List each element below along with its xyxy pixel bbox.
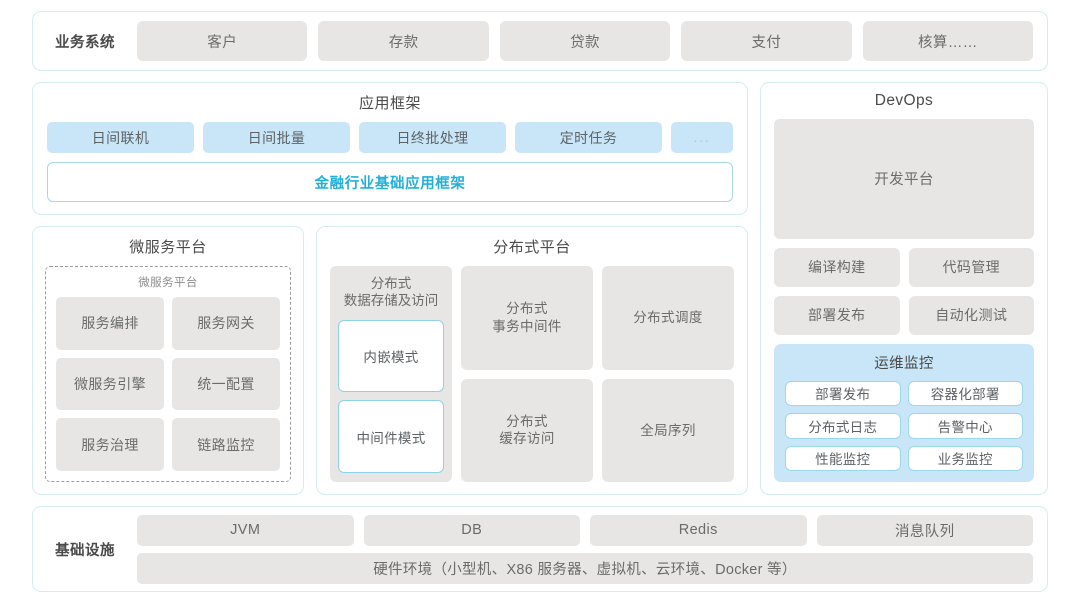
business-system-item[interactable]: 支付 (681, 21, 852, 61)
ops-monitoring-item[interactable]: 部署发布 (785, 380, 901, 406)
distributed-storage-title: 分布式 数据存储及访问 (343, 276, 439, 309)
distributed-item[interactable]: 分布式 事务中间件 (461, 266, 593, 370)
distributed-storage-mode[interactable]: 中间件模式 (338, 400, 444, 473)
ops-monitoring-item[interactable]: 告警中心 (907, 413, 1023, 439)
distributed-platform-section: 分布式平台 分布式 数据存储及访问 内嵌模式 中间件模式 分布式 事务中间件 分… (316, 226, 748, 495)
microservice-item[interactable]: 统一配置 (172, 357, 280, 411)
platform-column: 应用框架 日间联机 日间批量 日终批处理 定时任务 ... 金融行业基础应用框架… (32, 82, 748, 495)
infrastructure-item[interactable]: 消息队列 (816, 514, 1033, 546)
app-framework-chip[interactable]: 日间联机 (47, 122, 194, 153)
business-systems-section: 业务系统 客户 存款 贷款 支付 核算…… (32, 11, 1048, 71)
microservice-item[interactable]: 服务网关 (172, 297, 280, 350)
business-system-item[interactable]: 贷款 (499, 21, 671, 61)
devops-item[interactable]: 编译构建 (774, 247, 900, 287)
business-systems-label: 业务系统 (55, 34, 115, 51)
ops-monitoring-item[interactable]: 分布式日志 (785, 413, 901, 439)
microservice-inner-label: 微服务平台 (138, 277, 198, 289)
ops-monitoring-section: 运维监控 部署发布 容器化部署 分布式日志 告警中心 性能监控 业务监控 (774, 343, 1034, 482)
financial-base-framework-bar[interactable]: 金融行业基础应用框架 (47, 162, 733, 202)
business-system-item[interactable]: 核算…… (862, 21, 1034, 61)
microservice-platform-section: 微服务平台 微服务平台 服务编排 服务网关 微服务引擎 统一配置 服务治理 链路… (32, 226, 304, 495)
distributed-item[interactable]: 全局序列 (602, 378, 734, 482)
microservice-item[interactable]: 链路监控 (172, 418, 280, 471)
app-framework-more-chip[interactable]: ... (671, 122, 733, 153)
infrastructure-item[interactable]: JVM (137, 514, 354, 546)
devops-pair-row: 部署发布 自动化测试 (774, 295, 1034, 335)
app-framework-chip[interactable]: 日间批量 (203, 122, 350, 153)
ops-monitoring-item[interactable]: 容器化部署 (907, 380, 1023, 406)
infrastructure-items: JVM DB Redis 消息队列 (137, 514, 1033, 546)
business-system-item[interactable]: 客户 (137, 21, 308, 61)
microservice-inner-box: 微服务平台 服务编排 服务网关 微服务引擎 统一配置 服务治理 链路监控 (45, 266, 291, 482)
app-framework-chip[interactable]: 定时任务 (515, 122, 662, 153)
distributed-item[interactable]: 分布式 缓存访问 (461, 378, 593, 482)
infrastructure-stack: JVM DB Redis 消息队列 硬件环境（小型机、X86 服务器、虚拟机、云… (137, 514, 1033, 584)
app-framework-chip[interactable]: 日终批处理 (359, 122, 506, 153)
business-systems-list: 客户 存款 贷款 支付 核算…… (137, 21, 1034, 61)
devops-column: DevOps 开发平台 编译构建 代码管理 部署发布 自动化测试 运维监控 部署… (760, 82, 1048, 495)
distributed-item[interactable]: 分布式调度 (602, 266, 734, 370)
hardware-environment-bar[interactable]: 硬件环境（小型机、X86 服务器、虚拟机、云环境、Docker 等） (137, 552, 1033, 584)
infrastructure-section: 基础设施 JVM DB Redis 消息队列 硬件环境（小型机、X86 服务器、… (32, 506, 1048, 592)
distributed-storage-card[interactable]: 分布式 数据存储及访问 内嵌模式 中间件模式 (330, 266, 452, 482)
devops-item[interactable]: 自动化测试 (908, 295, 1034, 335)
devops-title: DevOps (874, 92, 934, 109)
microservice-platform-title: 微服务平台 (129, 239, 207, 256)
devops-item[interactable]: 代码管理 (908, 247, 1034, 287)
devops-item[interactable]: 部署发布 (774, 295, 900, 335)
platforms-row: 微服务平台 微服务平台 服务编排 服务网关 微服务引擎 统一配置 服务治理 链路… (32, 226, 748, 495)
microservice-grid: 服务编排 服务网关 微服务引擎 统一配置 服务治理 链路监控 (56, 297, 280, 471)
ops-monitoring-item[interactable]: 业务监控 (907, 445, 1023, 471)
application-framework-section: 应用框架 日间联机 日间批量 日终批处理 定时任务 ... 金融行业基础应用框架 (32, 82, 748, 215)
ops-monitoring-item[interactable]: 性能监控 (785, 445, 901, 471)
devops-platform-item[interactable]: 开发平台 (774, 119, 1034, 239)
application-framework-chips: 日间联机 日间批量 日终批处理 定时任务 ... (47, 122, 733, 153)
microservice-item[interactable]: 微服务引擎 (56, 357, 164, 411)
microservice-item[interactable]: 服务治理 (56, 418, 164, 471)
ops-monitoring-grid: 部署发布 容器化部署 分布式日志 告警中心 性能监控 业务监控 (785, 380, 1023, 471)
distributed-platform-body: 分布式 数据存储及访问 内嵌模式 中间件模式 分布式 事务中间件 分布式调度 分… (330, 266, 734, 482)
devops-pair-row: 编译构建 代码管理 (774, 247, 1034, 287)
business-system-item[interactable]: 存款 (318, 21, 489, 61)
devops-section: DevOps 开发平台 编译构建 代码管理 部署发布 自动化测试 运维监控 部署… (760, 82, 1048, 495)
infrastructure-item[interactable]: DB (363, 514, 580, 546)
distributed-storage-mode[interactable]: 内嵌模式 (338, 319, 444, 393)
distributed-grid: 分布式 事务中间件 分布式调度 分布式 缓存访问 全局序列 (461, 266, 734, 482)
infrastructure-label: 基础设施 (55, 542, 115, 559)
middle-zone: 应用框架 日间联机 日间批量 日终批处理 定时任务 ... 金融行业基础应用框架… (32, 82, 1048, 495)
application-framework-title: 应用框架 (358, 95, 421, 112)
microservice-item[interactable]: 服务编排 (56, 297, 164, 350)
ops-monitoring-title: 运维监控 (874, 355, 934, 372)
distributed-platform-title: 分布式平台 (493, 239, 571, 256)
infrastructure-item[interactable]: Redis (590, 514, 807, 546)
